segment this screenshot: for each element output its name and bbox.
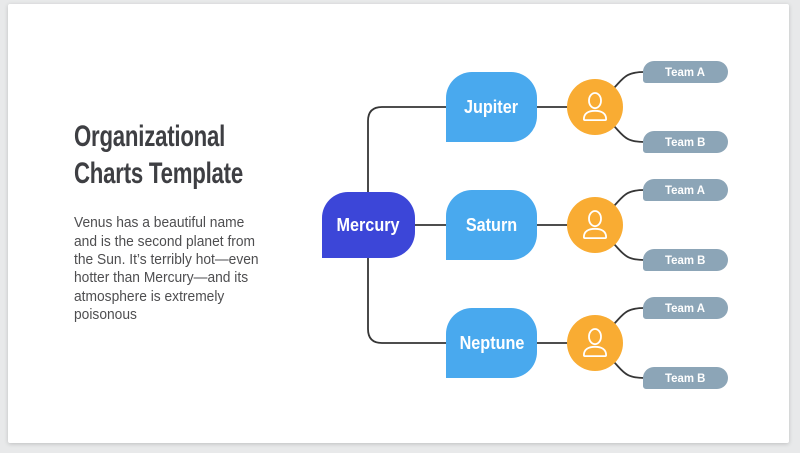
- team-node: Team A: [643, 297, 728, 319]
- person-icon: [583, 328, 607, 357]
- connector-lines: [367, 71, 645, 379]
- org-node-branch-1-label: Jupiter: [464, 96, 519, 117]
- team-node-label: Team A: [665, 301, 706, 315]
- team-node: Team A: [643, 61, 728, 83]
- org-node-branch-1: Jupiter: [446, 72, 537, 142]
- slide-title: Organizational Charts Template: [74, 120, 243, 190]
- org-node-branch-3: Neptune: [446, 308, 537, 378]
- person-icon: [583, 92, 607, 121]
- org-node-branch-2-label: Saturn: [465, 214, 518, 235]
- org-node-branch-3-label: Neptune: [459, 332, 524, 353]
- person-badge-2: [567, 197, 623, 253]
- org-node-branch-2: Saturn: [446, 190, 537, 260]
- team-node: Team B: [643, 249, 728, 271]
- team-node: Team A: [643, 179, 728, 201]
- slide: Organizational Charts Template Venus has…: [8, 4, 789, 443]
- team-node-label: Team A: [665, 65, 706, 79]
- person-badge-1: [567, 79, 623, 135]
- team-node-label: Team A: [665, 183, 706, 197]
- person-icon: [583, 210, 607, 239]
- team-node-label: Team B: [665, 253, 706, 267]
- team-node: Team B: [643, 367, 728, 389]
- org-node-root-label: Mercury: [336, 214, 401, 235]
- slide-description: Venus has a beautiful name and is the se…: [74, 214, 259, 324]
- team-node-label: Team B: [665, 135, 706, 149]
- intro-panel: Organizational Charts Template Venus has…: [74, 119, 344, 325]
- org-node-root: Mercury: [322, 192, 415, 258]
- person-badge-3: [567, 315, 623, 371]
- team-node-label: Team B: [665, 371, 706, 385]
- team-node: Team B: [643, 131, 728, 153]
